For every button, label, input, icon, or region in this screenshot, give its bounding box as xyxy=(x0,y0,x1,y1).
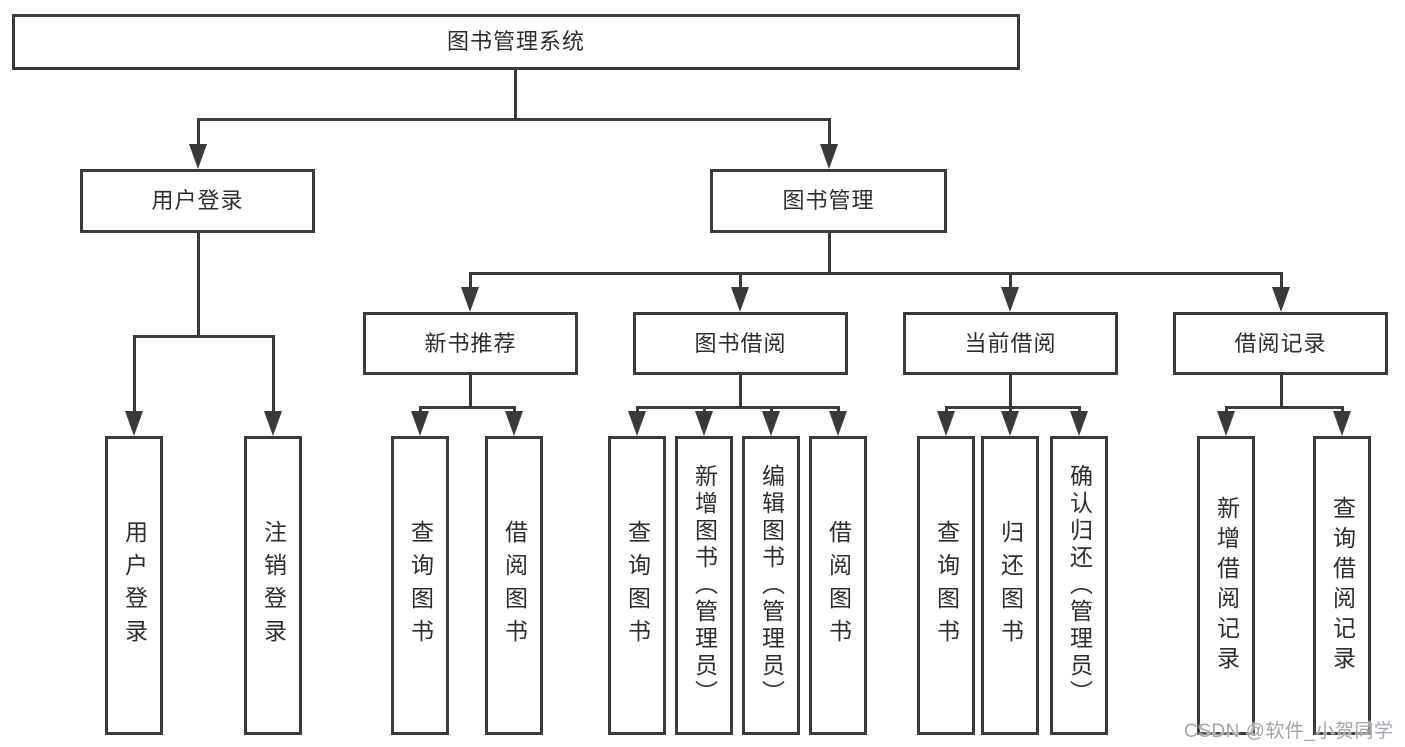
connector-line xyxy=(635,406,840,409)
connector-line xyxy=(271,336,275,414)
connector-line xyxy=(196,118,831,121)
connector-line xyxy=(132,335,275,338)
arrowhead-icon xyxy=(1272,287,1290,312)
connector-line xyxy=(769,407,773,414)
connector-line xyxy=(1008,407,1012,414)
arrowhead-icon xyxy=(762,411,780,436)
leaf-newbook-query-book: 查询图书 xyxy=(391,436,449,735)
connector-line xyxy=(635,407,639,414)
connector-line xyxy=(827,120,831,147)
connector-line xyxy=(1077,407,1081,414)
leaf-record-query-borrow-record: 查询借阅记录 xyxy=(1313,436,1371,735)
arrowhead-icon xyxy=(937,411,955,436)
leaf-newbook-borrow-book: 借阅图书 xyxy=(485,436,543,735)
node-borrow-record: 借阅记录 xyxy=(1173,312,1388,375)
leaf-user-login: 用户登录 xyxy=(105,436,163,735)
connector-line xyxy=(1279,273,1283,290)
connector-line xyxy=(1340,407,1344,414)
connector-line xyxy=(468,375,472,408)
connector-line xyxy=(418,407,422,414)
connector-line xyxy=(836,407,840,414)
arrowhead-icon xyxy=(505,411,523,436)
connector-line xyxy=(702,407,706,414)
arrowhead-icon xyxy=(264,411,282,436)
leaf-current-query-book: 查询图书 xyxy=(917,436,975,735)
connector-line xyxy=(944,407,948,414)
leaf-logout: 注销登录 xyxy=(244,436,302,735)
watermark: CSDN @软件_小贺同学 xyxy=(1184,721,1394,742)
arrowhead-icon xyxy=(125,411,143,436)
arrowhead-icon xyxy=(695,411,713,436)
arrowhead-icon xyxy=(820,144,838,169)
node-current-borrow: 当前借阅 xyxy=(903,312,1118,375)
arrowhead-icon xyxy=(628,411,646,436)
node-user-login: 用户登录 xyxy=(80,169,315,233)
connector-line xyxy=(468,273,472,290)
arrowhead-icon xyxy=(189,144,207,169)
connector-line xyxy=(513,68,517,121)
connector-line xyxy=(1008,375,1012,408)
connector-line xyxy=(1279,375,1283,408)
connector-line xyxy=(1008,273,1012,290)
connector-line xyxy=(196,120,200,147)
connector-line xyxy=(196,233,200,337)
connector-line xyxy=(132,336,136,414)
leaf-current-confirm-return-admin: 确认归还（管理员） xyxy=(1050,436,1108,735)
connector-line xyxy=(944,406,1081,409)
node-library-system: 图书管理系统 xyxy=(12,14,1020,70)
connector-line xyxy=(738,375,742,408)
arrowhead-icon xyxy=(1070,411,1088,436)
connector-line xyxy=(512,407,516,414)
connector-line xyxy=(738,273,742,290)
connector-line xyxy=(1224,407,1228,414)
arrowhead-icon xyxy=(461,287,479,312)
leaf-borrow-query-book: 查询图书 xyxy=(608,436,666,735)
leaf-current-return-book: 归还图书 xyxy=(981,436,1039,735)
connector-line xyxy=(827,233,831,274)
arrowhead-icon xyxy=(1001,411,1019,436)
node-new-book-recommend: 新书推荐 xyxy=(363,312,578,375)
arrowhead-icon xyxy=(731,287,749,312)
arrowhead-icon xyxy=(829,411,847,436)
connector-line xyxy=(1224,406,1344,409)
arrowhead-icon xyxy=(411,411,429,436)
connector-line xyxy=(418,406,516,409)
leaf-borrow-edit-book-admin: 编辑图书（管理员） xyxy=(742,436,800,735)
leaf-borrow-add-book-admin: 新增图书（管理员） xyxy=(675,436,733,735)
leaf-borrow-borrow-book: 借阅图书 xyxy=(809,436,867,735)
node-book-borrow: 图书借阅 xyxy=(633,312,848,375)
connector-line xyxy=(468,272,1283,275)
leaf-record-add-borrow-record: 新增借阅记录 xyxy=(1197,436,1255,735)
node-book-management: 图书管理 xyxy=(710,169,947,233)
arrowhead-icon xyxy=(1333,411,1351,436)
arrowhead-icon xyxy=(1001,287,1019,312)
arrowhead-icon xyxy=(1217,411,1235,436)
